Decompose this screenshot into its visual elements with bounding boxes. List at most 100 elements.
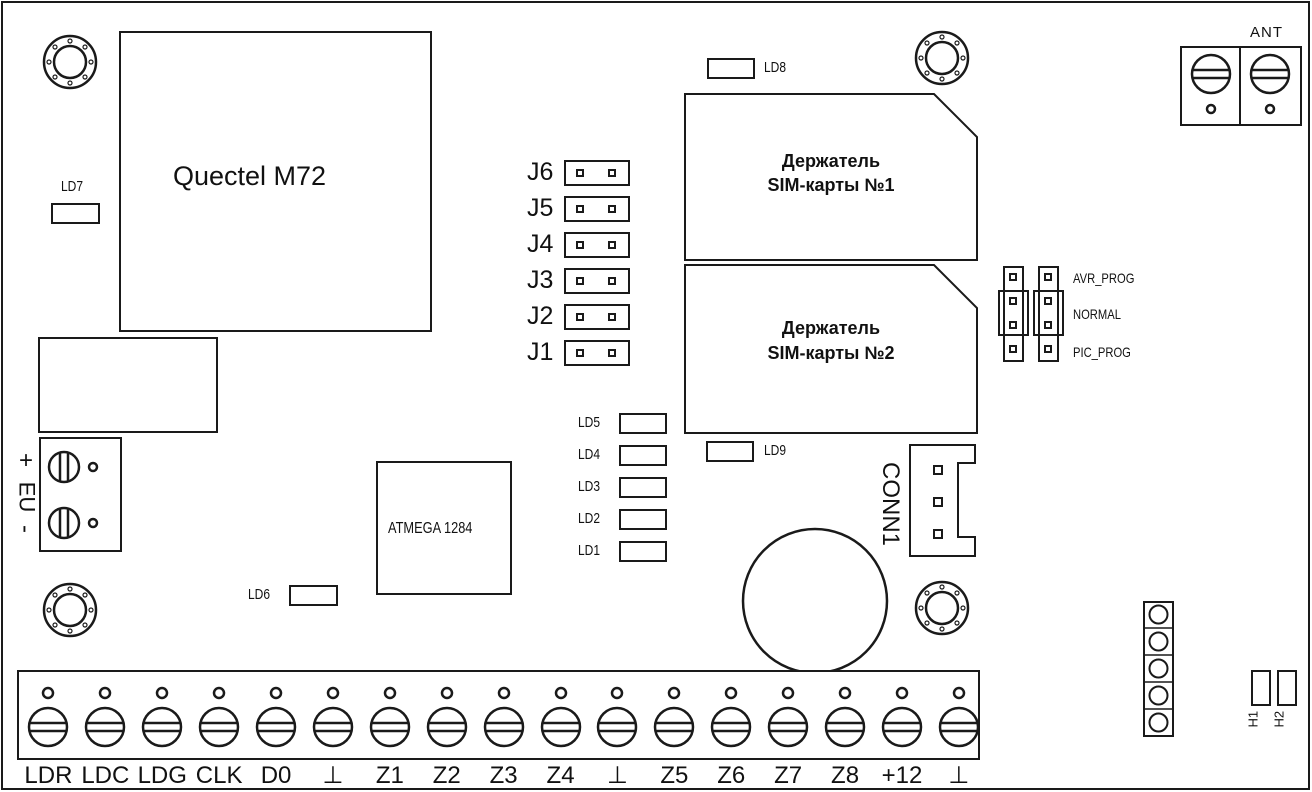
jumper-label: J5 (527, 194, 554, 222)
mcu-chip: ATMEGA 1284 (376, 461, 512, 595)
led-ld7 (51, 203, 100, 224)
jumper-label: J2 (527, 302, 554, 330)
sim-holder-1-line2: SIM-карты №1 (767, 175, 895, 195)
sim-holder-2-outline (684, 264, 978, 434)
header-h1 (1251, 670, 1271, 706)
terminal-label: ⊥ (948, 762, 970, 789)
mcu-label: ATMEGA 1284 (388, 520, 473, 537)
prog-mode-avr-label: AVR_PROG (1073, 270, 1135, 286)
led-ld2-label: LD2 (578, 510, 601, 527)
terminal-screw[interactable] (23, 673, 73, 757)
terminal-screw[interactable] (251, 673, 301, 757)
power-plus-label: + (19, 447, 34, 474)
sim-holder-1-line1: Держатель (781, 151, 881, 171)
conn1-latch (957, 462, 976, 538)
terminal-label: Z8 (831, 762, 860, 789)
mounting-hole-bottom-left (42, 582, 98, 638)
prog-pin (1044, 321, 1052, 329)
prog-mode-pic-label: PIC_PROG (1073, 344, 1131, 360)
led-ld7-label: LD7 (61, 178, 84, 195)
conn1-pin-1 (933, 465, 943, 475)
terminal-screw[interactable] (934, 673, 984, 757)
terminal-screw[interactable] (422, 673, 472, 757)
screw-terminal-power-plus (47, 450, 99, 484)
sim-holder-1[interactable]: Держатель SIM-карты №1 (684, 93, 978, 261)
led-ld8 (707, 58, 755, 79)
conn1-pin-2 (933, 497, 943, 507)
terminal-screw[interactable] (592, 673, 642, 757)
jumper-label: J3 (527, 266, 554, 294)
jumper-label: J1 (527, 338, 554, 366)
terminal-screw[interactable] (80, 673, 130, 757)
conn1-pin-3 (933, 529, 943, 539)
terminal-screw[interactable] (536, 673, 586, 757)
gsm-module-label: Quectel M72 (173, 161, 327, 191)
led-ld3-label: LD3 (578, 478, 601, 495)
sim-holder-2[interactable]: Держатель SIM-карты №2 (684, 264, 978, 434)
led-ld1-label: LD1 (578, 542, 601, 559)
terminal-label: Z1 (375, 762, 404, 789)
jumper-body (564, 340, 630, 366)
five-pin-header-pins (1143, 604, 1174, 733)
prog-pin (1044, 345, 1052, 353)
led-ld8-label: LD8 (764, 59, 787, 76)
screw-terminal-power-minus (47, 506, 99, 540)
prog-mode-normal-label: NORMAL (1073, 306, 1121, 322)
sim-holder-2-line2: SIM-карты №2 (767, 343, 895, 363)
jumper-body (564, 196, 630, 222)
prog-jumper-cap-right (1033, 290, 1064, 336)
led-ld5 (619, 413, 667, 434)
terminal-label: Z5 (660, 762, 689, 789)
terminal-screw[interactable] (706, 673, 756, 757)
led-ld1 (619, 541, 667, 562)
terminal-screw[interactable] (763, 673, 813, 757)
gsm-module: Quectel M72 (119, 31, 432, 332)
mounting-hole-bottom-right (914, 580, 970, 636)
terminal-screw[interactable] (194, 673, 244, 757)
header-h2 (1277, 670, 1297, 706)
prog-pin (1009, 273, 1017, 281)
terminal-screw[interactable] (820, 673, 870, 757)
power-eu-label: EU (14, 481, 40, 513)
led-ld9 (706, 441, 754, 462)
led-ld9-label: LD9 (764, 442, 787, 459)
led-ld4-label: LD4 (578, 446, 601, 463)
led-ld6 (289, 585, 338, 606)
prog-pin (1044, 297, 1052, 305)
terminal-screw[interactable] (479, 673, 529, 757)
jumper-body (564, 232, 630, 258)
terminal-screw[interactable] (365, 673, 415, 757)
jumper-body (564, 268, 630, 294)
jumper-label: J6 (527, 158, 554, 186)
terminal-label: Z2 (432, 762, 461, 789)
terminal-label: CLK (195, 762, 243, 789)
terminal-screw[interactable] (877, 673, 927, 757)
jumper-body (564, 160, 630, 186)
jumper-label: J4 (527, 230, 554, 258)
prog-pin (1009, 345, 1017, 353)
sim-holder-2-line1: Держатель (781, 318, 881, 338)
terminal-screw[interactable] (649, 673, 699, 757)
jumper-body (564, 304, 630, 330)
terminal-label: Z6 (717, 762, 746, 789)
prog-pin (1044, 273, 1052, 281)
terminal-label: ⊥ (606, 762, 628, 789)
mounting-hole-top-left (42, 34, 98, 90)
led-ld3 (619, 477, 667, 498)
mounting-hole-top-right (914, 30, 970, 86)
sim-holder-1-outline (684, 93, 978, 261)
led-ld2 (619, 509, 667, 530)
prog-jumper-cap-left (998, 290, 1029, 336)
antenna-terminal-divider (1239, 46, 1241, 126)
power-regulator-block (38, 337, 218, 433)
terminal-screw[interactable] (137, 673, 187, 757)
header-h2-label: H2 (1271, 710, 1287, 728)
terminal-label: +12 (881, 762, 923, 789)
antenna-screw-2 (1249, 53, 1291, 115)
terminal-screw[interactable] (308, 673, 358, 757)
terminal-label: Z4 (546, 762, 575, 789)
prog-pin (1009, 321, 1017, 329)
led-ld4 (619, 445, 667, 466)
terminal-label: LDC (81, 762, 130, 789)
